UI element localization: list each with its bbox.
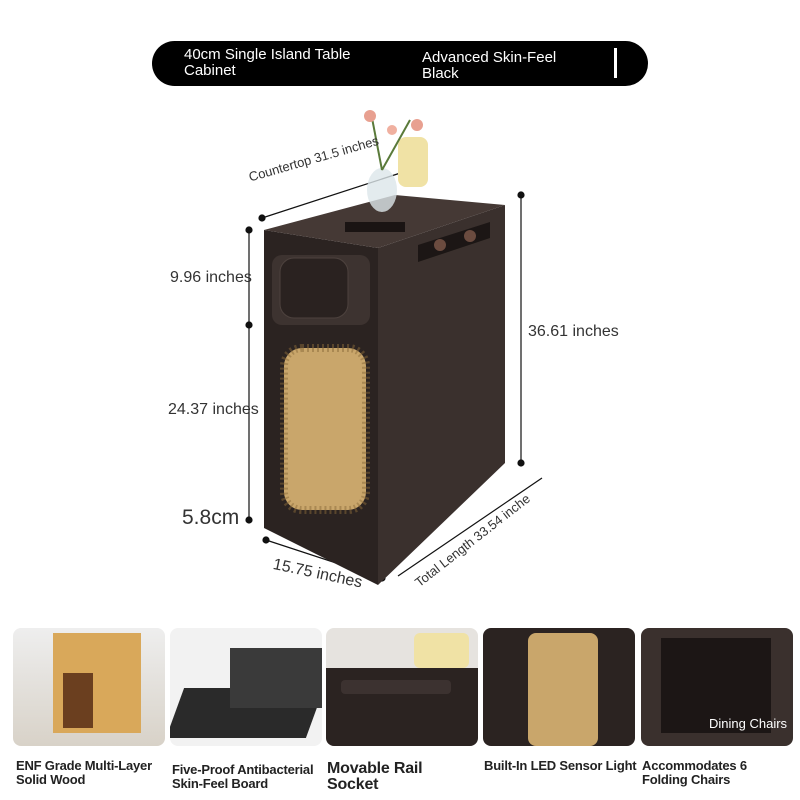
feature-image-led-light xyxy=(483,628,635,746)
total-height-dimension: 36.61 inches xyxy=(528,323,619,340)
chairs-overlay-label: Dining Chairs xyxy=(709,716,788,731)
lower-height-dimension: 24.37 inches xyxy=(168,401,259,418)
upper-height-dimension: 9.96 inches xyxy=(170,269,252,286)
rattan-panel xyxy=(284,348,366,510)
cabinet-top xyxy=(264,195,505,248)
feature-image-board xyxy=(170,628,322,746)
divider xyxy=(614,48,617,78)
cabinet-illustration xyxy=(245,110,543,585)
product-color: Advanced Skin-Feel Black xyxy=(422,49,557,82)
feature-caption-board: Five-Proof Antibacterial Skin-Feel Board xyxy=(172,762,314,791)
product-name: 40cm Single Island Table Cabinet xyxy=(184,46,351,79)
flip-bin xyxy=(279,257,349,319)
dimension-lines xyxy=(245,164,543,582)
feature-image-rail-socket xyxy=(326,628,478,746)
lamp xyxy=(398,137,428,187)
feature-caption-rail-socket: Movable Rail Socket xyxy=(327,760,423,793)
wireless-charger xyxy=(345,222,405,232)
feature-image-solid-wood xyxy=(13,628,165,746)
feature-caption-solid-wood: ENF Grade Multi-Layer Solid Wood xyxy=(16,758,152,787)
base-height-dimension: 5.8cm xyxy=(182,506,240,529)
product-title-banner: 40cm Single Island Table Cabinet Advance… xyxy=(152,41,648,86)
flower xyxy=(364,110,376,122)
vase xyxy=(367,168,397,212)
feature-caption-folding-chairs: Accommodates 6 Folding Chairs xyxy=(642,758,747,787)
feature-caption-led-light: Built-In LED Sensor Light xyxy=(484,758,637,773)
cabinet-side xyxy=(378,205,505,585)
feature-image-folding-chairs: Dining Chairs xyxy=(641,628,793,746)
